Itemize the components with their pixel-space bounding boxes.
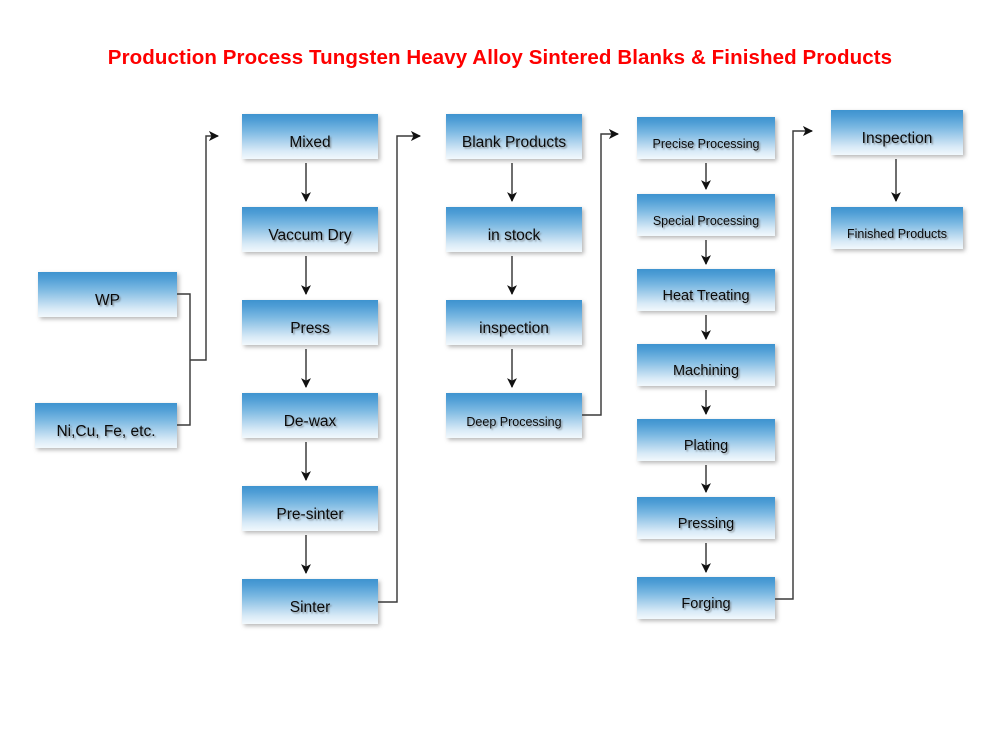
node-pressing[interactable]: Pressing <box>637 497 775 539</box>
node-label: Ni,Cu, Fe, etc. <box>56 423 156 441</box>
node-precise-processing[interactable]: Precise Processing <box>637 117 775 159</box>
wire-forging-to-inspection <box>775 125 814 600</box>
node-label: Special Processing <box>652 214 760 229</box>
node-label: Vaccum Dry <box>268 227 352 245</box>
node-deep-processing[interactable]: Deep Processing <box>446 393 582 438</box>
node-heat-treating[interactable]: Heat Treating <box>637 269 775 311</box>
node-label: WP <box>95 292 120 310</box>
node-label: inspection <box>479 320 549 338</box>
node-label: Deep Processing <box>466 414 562 429</box>
node-pre-sinter[interactable]: Pre-sinter <box>242 486 378 531</box>
node-ni-cu-fe[interactable]: Ni,Cu, Fe, etc. <box>35 403 177 448</box>
node-label: De-wax <box>283 413 337 431</box>
node-in-stock[interactable]: in stock <box>446 207 582 252</box>
node-label: Precise Processing <box>652 137 760 152</box>
wire-sinter-to-blank <box>378 130 422 603</box>
node-label: Forging <box>681 596 731 613</box>
node-blank-products[interactable]: Blank Products <box>446 114 582 159</box>
node-label: Plating <box>683 438 729 455</box>
node-label: Heat Treating <box>662 288 750 305</box>
wire-deep-to-precise <box>582 128 620 416</box>
node-label: Sinter <box>289 599 331 617</box>
node-mixed[interactable]: Mixed <box>242 114 378 159</box>
node-label: Machining <box>672 363 740 380</box>
node-machining[interactable]: Machining <box>637 344 775 386</box>
node-special-processing[interactable]: Special Processing <box>637 194 775 236</box>
node-label: Pre-sinter <box>276 506 344 524</box>
node-label: Pressing <box>677 516 735 533</box>
node-label: in stock <box>487 227 541 245</box>
node-wp[interactable]: WP <box>38 272 177 317</box>
node-label: Finished Products <box>846 227 948 242</box>
page-title: Production Process Tungsten Heavy Alloy … <box>107 46 893 69</box>
node-forging[interactable]: Forging <box>637 577 775 619</box>
node-label: Press <box>290 320 330 338</box>
node-finished-products[interactable]: Finished Products <box>831 207 963 249</box>
node-label: Mixed <box>289 134 331 152</box>
node-label: Blank Products <box>461 134 567 152</box>
node-de-wax[interactable]: De-wax <box>242 393 378 438</box>
node-plating[interactable]: Plating <box>637 419 775 461</box>
node-label: Inspection <box>861 130 933 148</box>
node-inspection-blank[interactable]: inspection <box>446 300 582 345</box>
node-inspection-final[interactable]: Inspection <box>831 110 963 155</box>
wire-wp-to-mixed <box>177 293 191 426</box>
node-vaccum-dry[interactable]: Vaccum Dry <box>242 207 378 252</box>
wire-merge-to-mixed <box>190 130 220 361</box>
node-press[interactable]: Press <box>242 300 378 345</box>
node-sinter[interactable]: Sinter <box>242 579 378 624</box>
